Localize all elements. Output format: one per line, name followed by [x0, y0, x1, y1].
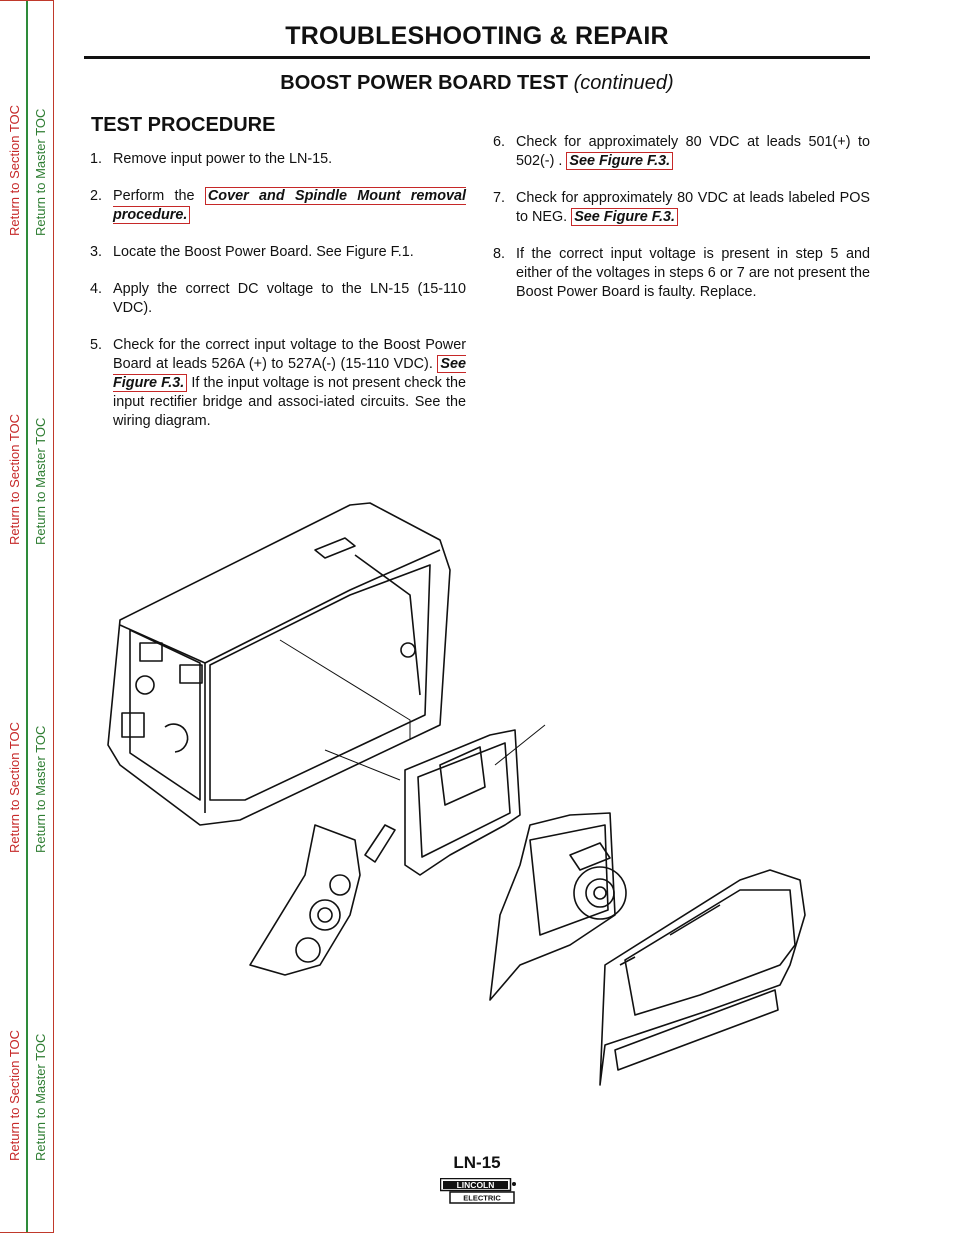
see-figure-f3-link[interactable]: See Figure F.3. — [566, 152, 674, 170]
procedure-column-right: 6. Check for approximately 80 VDC at lea… — [493, 133, 870, 320]
subtitle-main: BOOST POWER BOARD TEST — [280, 72, 569, 94]
step-text-pre: Check for the correct input voltage to t… — [113, 337, 466, 372]
see-figure-f3-link[interactable]: See Figure F.3. — [113, 355, 467, 392]
model-number: LN-15 — [453, 1153, 501, 1172]
see-figure-f3-link[interactable]: See Figure F.3. — [571, 208, 678, 226]
sidebar-divider — [26, 1, 28, 1232]
step-text: If the correct input voltage is present … — [516, 246, 870, 300]
spindle-assembly-drawing — [489, 812, 627, 1001]
step-text: Check for approximately 80 VDC at leads … — [516, 133, 870, 171]
cover-spindle-removal-link[interactable]: Cover and Spindle Mount removal procedur… — [113, 187, 467, 224]
procedure-step: 2. Perform the Cover and Spindle Mount r… — [90, 187, 467, 225]
subtitle-continued: (continued) — [573, 72, 674, 94]
step-text: Locate the Boost Power Board. See Figure… — [113, 244, 414, 260]
return-to-master-toc-link[interactable]: Return to Master TOC — [33, 417, 48, 545]
step-text: Check for the correct input voltage to t… — [113, 336, 467, 431]
exploded-view-illustration — [107, 502, 806, 1086]
step-text: Check for approximately 80 VDC at leads … — [516, 189, 870, 227]
step-text: Apply the correct DC voltage to the LN-1… — [113, 281, 466, 316]
case-housing-drawing — [107, 502, 451, 826]
step-text-post: If the input voltage is not present chec… — [113, 375, 467, 429]
return-to-section-toc-link[interactable]: Return to Section TOC — [7, 721, 22, 853]
step-text-pre: Perform the — [113, 188, 195, 204]
step-number: 6. — [493, 134, 506, 150]
step-number: 3. — [90, 244, 103, 260]
return-to-section-toc-link[interactable]: Return to Section TOC — [7, 413, 22, 545]
wire-drive-drawing — [249, 824, 396, 976]
section-heading: TEST PROCEDURE — [91, 114, 276, 136]
procedure-step: 8. If the correct input voltage is prese… — [493, 245, 870, 302]
procedure-step: 6. Check for approximately 80 VDC at lea… — [493, 133, 870, 171]
return-to-master-toc-link[interactable]: Return to Master TOC — [33, 108, 48, 236]
lincoln-electric-logo: LINCOLN ELECTRIC — [440, 1178, 516, 1204]
step-text-pre: Check for approximately 80 VDC at leads … — [516, 134, 870, 169]
step-text: Perform the Cover and Spindle Mount remo… — [113, 187, 467, 225]
step-number: 8. — [493, 246, 506, 262]
toc-sidebar: Return to Section TOC Return to Master T… — [0, 0, 54, 1233]
return-to-section-toc-link[interactable]: Return to Section TOC — [7, 104, 22, 236]
return-to-section-toc-link[interactable]: Return to Section TOC — [7, 1029, 22, 1161]
page-subtitle: BOOST POWER BOARD TEST (continued) — [84, 72, 870, 95]
procedure-step: 7. Check for approximately 80 VDC at lea… — [493, 189, 870, 227]
procedure-step: 4. Apply the correct DC voltage to the L… — [90, 280, 466, 318]
step-number: 5. — [90, 337, 103, 353]
cover-drawing — [599, 869, 806, 1086]
procedure-step: 3. Locate the Boost Power Board. See Fig… — [90, 243, 466, 262]
procedure-column-left: 1. Remove input power to the LN-15. 2. P… — [90, 150, 467, 449]
procedure-step: 5. Check for the correct input voltage t… — [90, 336, 467, 431]
page-title: TROUBLESHOOTING & REPAIR — [285, 22, 669, 50]
return-to-master-toc-link[interactable]: Return to Master TOC — [33, 725, 48, 853]
mounting-plate-drawing — [404, 729, 521, 876]
logo-text-bottom: ELECTRIC — [463, 1194, 501, 1203]
step-text-pre: Check for approximately 80 VDC at leads … — [516, 190, 870, 225]
step-number: 4. — [90, 281, 103, 297]
procedure-step: 1. Remove input power to the LN-15. — [90, 150, 466, 169]
step-number: 7. — [493, 190, 506, 206]
step-number: 1. — [90, 151, 103, 167]
logo-text-top: LINCOLN — [457, 1180, 495, 1190]
return-to-master-toc-link[interactable]: Return to Master TOC — [33, 1033, 48, 1161]
title-rule — [84, 56, 870, 59]
step-number: 2. — [90, 188, 103, 204]
step-text: Remove input power to the LN-15. — [113, 151, 333, 167]
